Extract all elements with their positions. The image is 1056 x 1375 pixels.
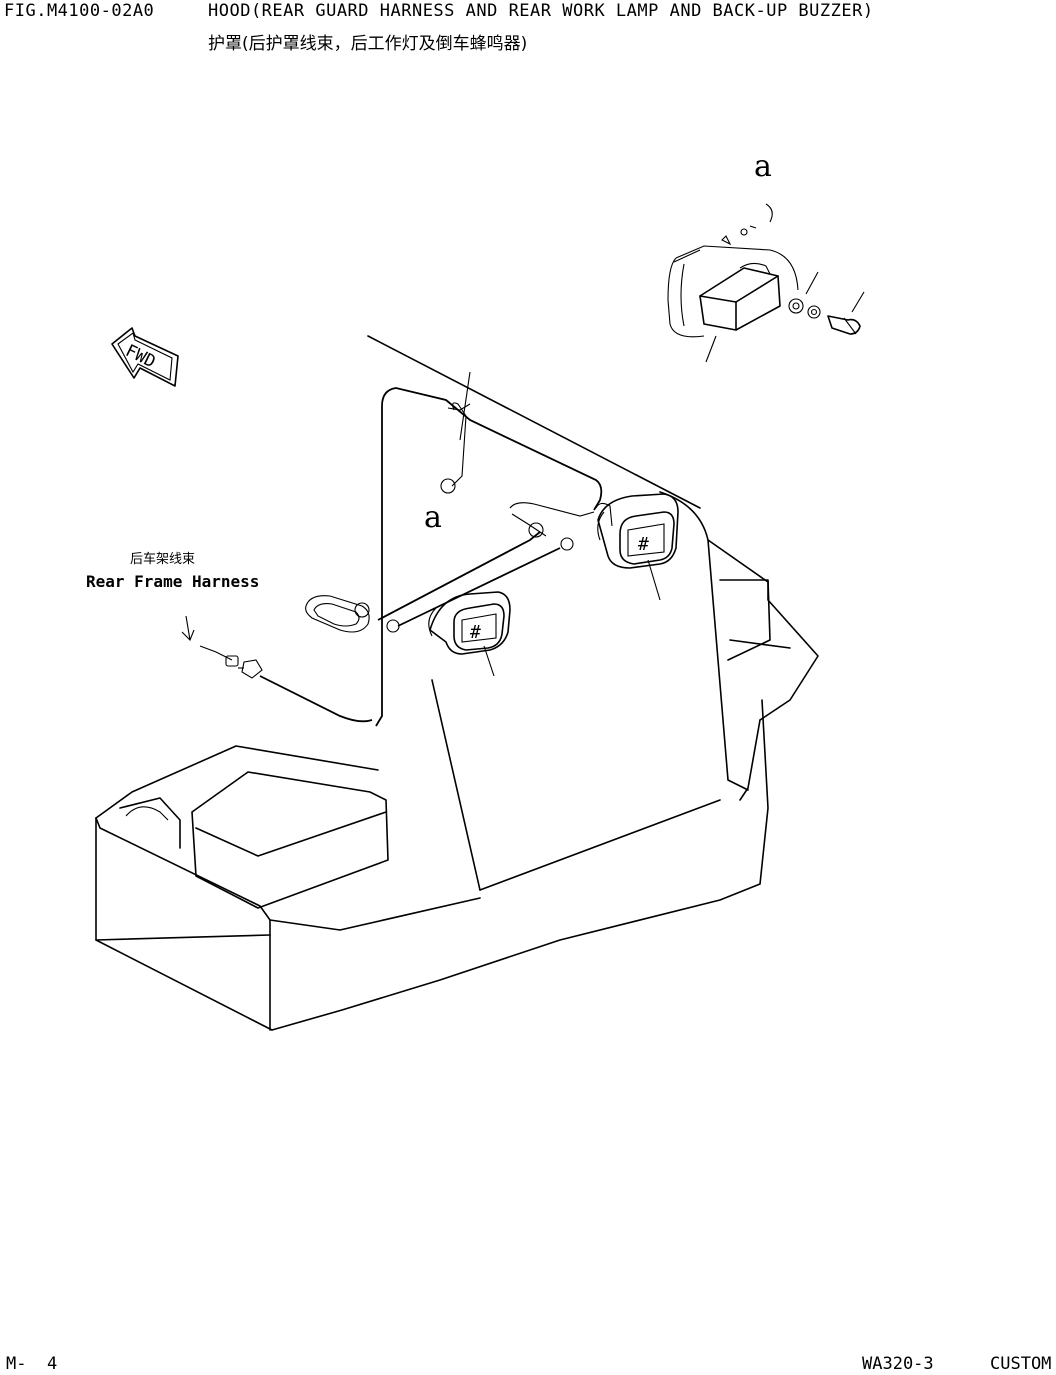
footer-model: WA320-3: [862, 1354, 934, 1374]
figure-title-english: HOOD(REAR GUARD HARNESS AND REAR WORK LA…: [208, 1, 874, 21]
rear-work-lamp-right: #: [597, 493, 679, 601]
figure-number: FIG.M4100-02A0: [4, 1, 155, 21]
lamp-symbol-left: #: [470, 622, 481, 643]
footer-variant: CUSTOM: [990, 1354, 1052, 1374]
fwd-direction-arrow: FWD: [111, 327, 179, 387]
lamp-symbol-right: #: [638, 534, 649, 555]
harness-label-english: Rear Frame Harness: [86, 572, 260, 591]
footer-page-number: M- 4: [6, 1354, 58, 1374]
rear-frame-harness-connector: [181, 615, 263, 679]
figure-title-chinese: 护罩(后护罩线束，后工作灯及倒车蜂鸣器): [208, 34, 528, 54]
detail-callout-a-mid: a: [424, 500, 442, 535]
rear-hood-outline: [95, 335, 819, 1031]
rear-work-lamp-left: #: [428, 591, 511, 677]
harness-label-chinese: 后车架线束: [130, 552, 196, 567]
detail-callout-a-top: a: [754, 149, 772, 184]
rear-guard-harness: [259, 371, 613, 727]
back-up-buzzer-detail: [667, 203, 865, 363]
